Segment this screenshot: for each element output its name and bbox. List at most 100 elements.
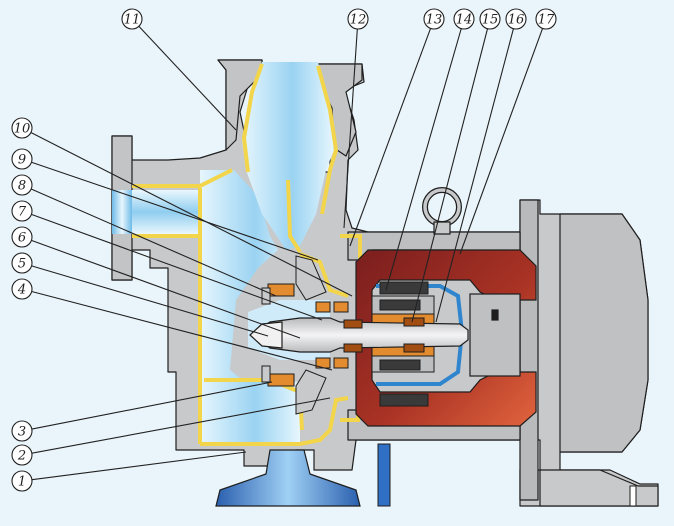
bushing-bottom-2 [333, 357, 349, 369]
callout-leader-6 [31, 239, 301, 339]
suction-nozzle [112, 190, 132, 234]
callout-4: 4 [11, 278, 333, 371]
liner-impeller-top [299, 252, 349, 298]
callout-label-9: 9 [18, 153, 26, 168]
inner-magnet-bottom [379, 359, 421, 371]
discharge-fluid [242, 62, 334, 250]
callout-circle-17 [535, 8, 557, 30]
callout-circle-9 [11, 148, 33, 170]
callout-leader-10 [30, 132, 353, 297]
liner-discharge-right [316, 65, 339, 215]
callout-2: 2 [11, 397, 331, 466]
callout-17: 17 [459, 8, 557, 255]
callout-circle-16 [505, 8, 527, 30]
impeller-eye-top [261, 287, 271, 305]
callout-circle-14 [453, 8, 475, 30]
callout-circle-5 [11, 252, 33, 274]
liner-volute-tongue [286, 179, 302, 254]
callout-leader-14 [385, 28, 462, 291]
liner-suction-top [132, 168, 233, 188]
front-bearing-top [343, 319, 363, 329]
front-bearing-bottom [343, 343, 363, 353]
callout-label-4: 4 [17, 283, 26, 298]
callout-leader-7 [31, 213, 323, 321]
rear-bearing-bottom [403, 343, 425, 353]
volute-fluid [200, 170, 300, 444]
callout-16: 16 [435, 8, 527, 323]
callout-5: 5 [11, 252, 269, 337]
callout-leader-5 [31, 265, 269, 337]
outer-rotor-hub [469, 293, 521, 377]
callout-label-17: 17 [538, 13, 555, 28]
callout-12: 12 [343, 8, 369, 229]
callout-label-11: 11 [124, 13, 141, 28]
pump-base [215, 449, 361, 507]
bushing-top-2 [333, 301, 349, 313]
outer-rotor-key [491, 309, 499, 321]
callout-label-14: 14 [456, 13, 473, 28]
callout-7: 7 [11, 200, 323, 321]
outer-magnets [379, 281, 429, 407]
callout-11: 11 [121, 8, 237, 131]
callout-circle-8 [11, 174, 33, 196]
callout-label-6: 6 [18, 231, 26, 246]
callout-leader-16 [435, 28, 514, 323]
liner-discharge-left [241, 63, 264, 173]
motor-housing [559, 213, 649, 453]
rear-bearing-top [403, 317, 425, 327]
callout-label-2: 2 [17, 449, 26, 464]
callout-leader-2 [31, 397, 331, 454]
callout-circle-13 [423, 8, 445, 30]
callout-leader-17 [459, 28, 544, 255]
callout-leader-4 [31, 290, 333, 371]
callout-leader-3 [31, 381, 273, 430]
callout-leader-12 [343, 28, 358, 229]
outer-magnet-top [379, 281, 429, 295]
callout-label-13: 13 [426, 13, 443, 28]
callout-label-7: 7 [18, 205, 27, 220]
liner-volute-bottom [200, 396, 349, 446]
impeller-eye-bottom [261, 365, 271, 383]
callout-circle-10 [11, 117, 33, 139]
thrust-ring-bottom [267, 373, 295, 387]
callout-leader-11 [138, 25, 237, 131]
callout-label-5: 5 [18, 257, 26, 272]
callout-10: 10 [11, 117, 353, 297]
callout-circle-7 [11, 200, 33, 222]
callout-circle-4 [11, 278, 33, 300]
impeller-shroud-top [295, 255, 327, 301]
callout-leader-1 [31, 451, 247, 481]
callout-leader-9 [31, 161, 319, 261]
callout-circle-1 [11, 470, 33, 492]
bearings [267, 283, 425, 387]
callout-3: 3 [11, 381, 273, 442]
callout-label-10: 10 [14, 122, 31, 137]
base-foot [539, 469, 659, 507]
callout-8: 8 [11, 174, 277, 297]
callout-1: 1 [11, 451, 247, 492]
callout-15: 15 [411, 8, 501, 323]
motor-flange [519, 199, 539, 501]
callout-label-12: 12 [350, 13, 367, 28]
callout-label-16: 16 [508, 13, 525, 28]
outer-magnet-bottom [379, 393, 429, 407]
callout-label-8: 8 [18, 179, 26, 194]
callout-9: 9 [11, 148, 319, 261]
callout-label-3: 3 [18, 425, 26, 440]
inner-magnet-top [379, 299, 421, 311]
callout-14: 14 [385, 8, 475, 291]
base-bolt [629, 485, 637, 507]
callout-13: 13 [349, 8, 445, 247]
callout-6: 6 [11, 226, 301, 339]
callout-leader-15 [411, 28, 489, 323]
callout-circle-11 [121, 8, 143, 30]
callout-circle-3 [11, 420, 33, 442]
callout-circle-2 [11, 444, 33, 466]
drain-pipe [377, 443, 391, 507]
callout-circle-15 [479, 8, 501, 30]
bushing-top-1 [315, 301, 331, 313]
callout-leader-8 [30, 188, 277, 297]
callout-circle-12 [347, 8, 369, 30]
